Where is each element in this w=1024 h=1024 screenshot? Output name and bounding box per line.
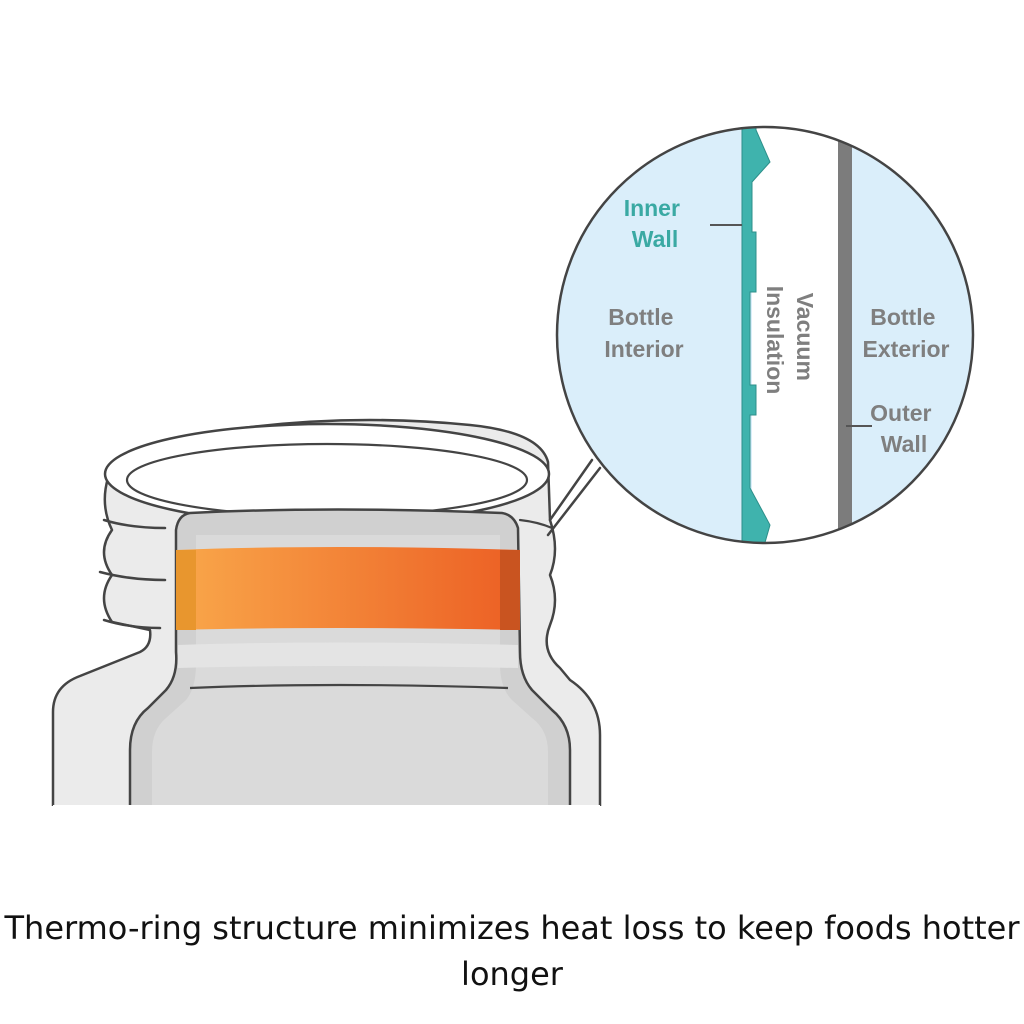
thread-groove-right [518,518,554,530]
thermo-ring-right-shade [500,550,520,630]
bottle-exterior-label: Bottle Exterior [863,304,950,362]
thermo-ring-band [176,547,520,630]
inner-wall-label: Inner Wall [624,195,687,252]
magnifier-outline [555,125,975,545]
vacuum-gap [752,127,838,543]
inner-shoulder-line [189,683,509,690]
thread-groove-2 [98,570,167,582]
thread-groove-1 [102,518,167,530]
bottle-illustration [51,418,602,806]
thermo-ring-left-shade [176,550,196,630]
vacuum-insulation-label: Vacuum Insulation [762,286,818,395]
inner-rim [125,442,529,518]
bottle-interior-label: Bottle Interior [604,304,683,362]
magnified-wall-detail: Inner Wall Bottle Interior Vacuum Insula… [555,125,975,545]
outer-wall-layer [838,127,852,543]
thread-groove-3 [102,618,162,630]
callout-connector [546,458,602,537]
caption-text: Thermo-ring structure minimizes heat los… [4,909,1020,993]
outer-wall-label: Outer Wall [870,400,938,457]
neck-lower-band [178,642,518,668]
inner-wall-layer [741,127,771,543]
